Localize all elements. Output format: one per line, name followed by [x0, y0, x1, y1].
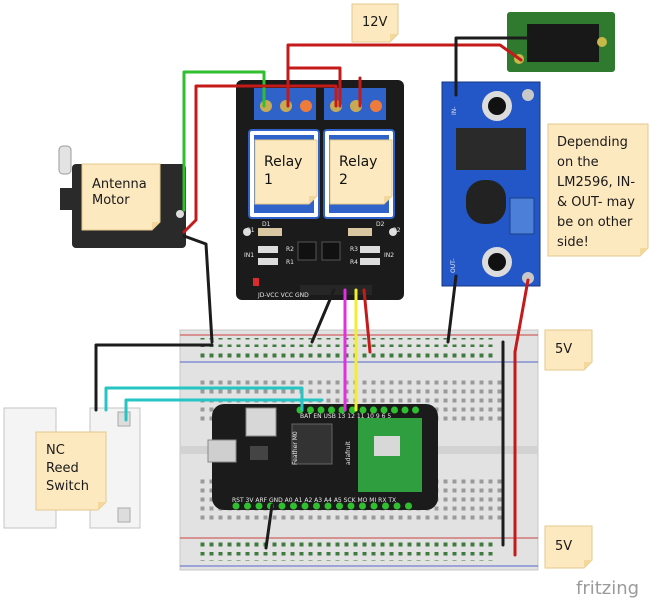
note-antenna-motor-line1: Antenna — [92, 177, 147, 192]
note-relay-1-line1: Relay — [264, 154, 302, 170]
feather-pin-top — [412, 406, 419, 414]
feather-brand: adafruit — [345, 441, 352, 465]
fritzing-logo: fritzing — [576, 578, 639, 599]
label-out: OUT- — [450, 259, 457, 273]
feather-bottom-pins: RST 3V ARF GND A0 A1 A2 A3 A4 A5 SCK MO … — [232, 497, 396, 504]
wire-relay-gnd — [310, 288, 336, 344]
feather-pin-bottom — [301, 502, 309, 510]
feather-pin-bottom — [244, 502, 251, 510]
note-relay-2-line1: Relay — [339, 154, 377, 170]
wire-relay-vcc — [362, 288, 372, 354]
feather-pin-top — [349, 406, 356, 414]
feather-pin-top — [307, 406, 314, 414]
reed-switch — [3, 407, 141, 529]
note-lm2596-line6: side! — [557, 235, 589, 250]
feather-pin-bottom — [370, 502, 378, 510]
label-d1: D1 — [262, 221, 271, 228]
note-5v-bottom: 5V — [544, 525, 593, 569]
note-lm2596-line4: & OUT- may — [557, 195, 635, 210]
feather-pin-bottom — [336, 502, 343, 510]
wire-relay-red — [286, 66, 342, 108]
feather-board: BAT EN USB 13 12 11 10 9 6 5 RST 3V ARF … — [207, 404, 438, 510]
feather-pin-bottom — [393, 502, 401, 510]
note-antenna-motor-line2: Motor — [92, 193, 130, 208]
wires — [94, 36, 530, 557]
wire-conv-vplus — [513, 278, 530, 354]
label-q1: Q1 — [246, 227, 255, 234]
note-lm2596-line3: LM2596, IN- — [557, 175, 635, 190]
note-reed-line3: Switch — [46, 479, 89, 494]
wire-motor-green — [182, 70, 266, 212]
label-in: IN- — [451, 107, 458, 115]
note-reed-switch: NC Reed Switch — [35, 431, 107, 511]
note-5v-bottom-text: 5V — [555, 539, 572, 554]
note-5v-top: 5V — [544, 329, 593, 371]
feather-pin-bottom — [382, 502, 389, 510]
label-in1: IN1 — [244, 252, 254, 259]
feather-pin-bottom — [278, 502, 286, 510]
wire-motor-red — [182, 84, 338, 234]
feather-pin-bottom — [290, 502, 297, 510]
note-relay-1-line2: 1 — [264, 172, 273, 188]
label-r4: R4 — [350, 259, 358, 266]
feather-pin-bottom — [324, 502, 332, 510]
wire-jack-gnd — [454, 36, 530, 97]
note-lm2596-line1: Depending — [557, 135, 628, 150]
feather-pin-top — [391, 406, 398, 414]
label-in2: IN2 — [384, 252, 394, 259]
dc-jack — [507, 12, 615, 72]
note-12v: 12V — [351, 3, 399, 43]
note-lm2596-line5: be on other — [557, 215, 633, 230]
feather-model: Feather M0 — [292, 431, 299, 465]
label-power-pins: JD-VCC VCC GND — [257, 292, 309, 299]
feather-header-pins — [232, 406, 419, 510]
feather-pin-bottom — [255, 502, 263, 510]
note-lm2596-line2: on the — [557, 155, 599, 170]
note-relay-2: Relay 2 — [329, 139, 393, 205]
feather-pin-top — [359, 406, 367, 414]
wire-reed-cyan-2 — [124, 398, 324, 422]
wire-motor-black — [182, 234, 214, 344]
feather-pin-bottom — [359, 502, 366, 510]
note-reed-line1: NC — [46, 443, 65, 458]
label-q2: Q2 — [392, 227, 401, 234]
label-d2: D2 — [376, 221, 385, 228]
label-r2: R2 — [286, 246, 294, 253]
feather-pin-bottom — [313, 502, 320, 510]
wire-reed-black — [94, 343, 214, 412]
label-r1: R1 — [286, 259, 294, 266]
label-r3: R3 — [350, 246, 358, 253]
note-12v-text: 12V — [362, 15, 388, 30]
feather-pin-top — [370, 406, 377, 414]
feather-pin-top — [401, 406, 409, 414]
note-antenna-motor: Antenna Motor — [81, 163, 161, 231]
feather-pin-top — [380, 406, 388, 414]
note-relay-1: Relay 1 — [254, 139, 318, 205]
note-lm2596: Depending on the LM2596, IN- & OUT- may … — [547, 123, 649, 257]
note-5v-top-text: 5V — [555, 342, 572, 357]
wire-12v-red — [286, 43, 523, 108]
feather-pin-bottom — [347, 502, 355, 510]
note-reed-line2: Reed — [46, 461, 79, 476]
feather-pin-bottom — [232, 502, 240, 510]
feather-pin-top — [328, 406, 335, 414]
feather-pin-top — [317, 406, 325, 414]
wire-feather-gnd — [264, 503, 274, 550]
feather-pin-bottom — [405, 502, 412, 510]
wire-conv-gnd — [446, 274, 458, 344]
lm2596-converter: IN- OUT- — [441, 81, 541, 287]
note-relay-2-line2: 2 — [339, 172, 348, 188]
feather-top-pins: BAT EN USB 13 12 11 10 9 6 5 — [300, 413, 391, 420]
